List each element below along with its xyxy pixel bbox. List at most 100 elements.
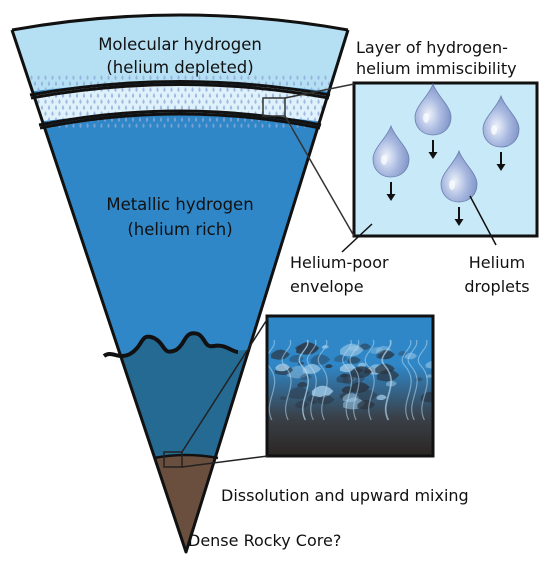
band-droplet xyxy=(159,93,163,98)
band-droplet xyxy=(275,75,278,80)
band-droplet xyxy=(233,123,236,128)
band-droplet xyxy=(184,87,187,92)
band-droplet xyxy=(19,117,23,122)
band-droplet xyxy=(352,75,354,80)
band-droplet xyxy=(110,93,114,98)
band-droplet xyxy=(215,93,219,98)
band-droplet xyxy=(40,81,44,86)
mixing-swirl xyxy=(311,400,318,405)
band-droplet xyxy=(149,75,152,80)
band-droplet xyxy=(68,81,72,86)
helium-droplet xyxy=(372,124,410,201)
band-droplet xyxy=(47,105,51,110)
band-droplet xyxy=(37,87,40,92)
band-droplet xyxy=(163,87,166,92)
band-droplet xyxy=(44,75,47,80)
band-droplet xyxy=(345,111,348,116)
band-droplet xyxy=(201,93,205,98)
band-droplet xyxy=(121,99,124,104)
band-droplet xyxy=(208,117,212,122)
band-droplet xyxy=(170,75,173,80)
band-droplet xyxy=(152,93,156,98)
band-droplet xyxy=(114,99,117,104)
band-droplet xyxy=(310,75,313,80)
band-droplet xyxy=(341,117,345,122)
band-droplet xyxy=(198,75,201,80)
band-droplet xyxy=(324,123,327,128)
band-droplet xyxy=(187,93,191,98)
band-droplet xyxy=(219,75,222,80)
band-droplet xyxy=(72,75,75,80)
band-droplet xyxy=(247,75,250,80)
band-droplet xyxy=(177,75,180,80)
band-droplet xyxy=(338,123,341,128)
band-droplet xyxy=(306,105,310,110)
band-droplet xyxy=(9,111,11,116)
band-droplet xyxy=(198,123,201,128)
band-droplet xyxy=(184,123,187,128)
immiscibility-label-line1: Layer of hydrogen- xyxy=(356,38,508,57)
band-droplet xyxy=(117,105,121,110)
band-droplet xyxy=(12,93,16,98)
band-droplet xyxy=(180,105,184,110)
band-droplet xyxy=(247,99,250,104)
band-droplet xyxy=(282,123,285,128)
band-droplet xyxy=(138,93,142,98)
band-droplet xyxy=(128,99,131,104)
band-droplet xyxy=(96,93,100,98)
metallic-label-line2: (helium rich) xyxy=(127,220,232,239)
band-droplet xyxy=(30,123,33,128)
band-droplet xyxy=(12,117,16,122)
band-droplet xyxy=(138,105,142,110)
band-droplet xyxy=(187,105,191,110)
band-droplet xyxy=(159,117,163,122)
mixing-swirl xyxy=(357,362,367,368)
band-droplet xyxy=(191,123,194,128)
band-droplet xyxy=(236,93,240,98)
mixing-swirl xyxy=(349,382,370,394)
band-droplet xyxy=(2,123,4,128)
band-droplet xyxy=(152,105,156,110)
band-droplet xyxy=(222,93,226,98)
mixing-swirl xyxy=(348,376,357,381)
mixing-swirl xyxy=(398,350,408,356)
band-droplet xyxy=(184,99,187,104)
band-droplet xyxy=(149,123,152,128)
band-droplet xyxy=(243,93,247,98)
band-droplet xyxy=(124,117,128,122)
band-droplet xyxy=(145,117,149,122)
helium-droplets-label-line1: Helium xyxy=(469,253,526,272)
band-droplet xyxy=(173,105,177,110)
band-droplet xyxy=(26,93,30,98)
mixing-swirl xyxy=(275,363,290,372)
mixing-boundary-line xyxy=(102,331,239,358)
band-droplet xyxy=(341,81,345,86)
band-droplet xyxy=(16,123,19,128)
band-droplet xyxy=(103,93,107,98)
band-droplet xyxy=(23,123,26,128)
band-droplet xyxy=(156,75,159,80)
mixing-swirl-stroke xyxy=(306,339,317,421)
band-droplet xyxy=(58,75,61,80)
mixing-swirl xyxy=(370,346,384,355)
band-droplet xyxy=(72,123,75,128)
band-droplet xyxy=(107,123,110,128)
mixing-swirl xyxy=(340,373,348,378)
band-droplet xyxy=(107,99,110,104)
band-droplet xyxy=(212,99,215,104)
band-droplet xyxy=(58,111,61,116)
band-droplet xyxy=(103,105,107,110)
band-droplet xyxy=(26,105,30,110)
helium-droplets-pointer xyxy=(469,195,497,246)
band-droplet xyxy=(100,123,103,128)
band-droplet xyxy=(222,117,226,122)
band-droplet xyxy=(268,99,271,104)
mixing-swirl xyxy=(375,363,395,375)
band-droplet xyxy=(282,111,285,116)
layer-boundaries xyxy=(11,13,349,460)
band-droplet xyxy=(54,81,58,86)
mixing-swirl xyxy=(376,349,395,360)
band-droplet xyxy=(250,105,254,110)
band-droplet xyxy=(257,93,261,98)
band-droplet xyxy=(135,99,138,104)
